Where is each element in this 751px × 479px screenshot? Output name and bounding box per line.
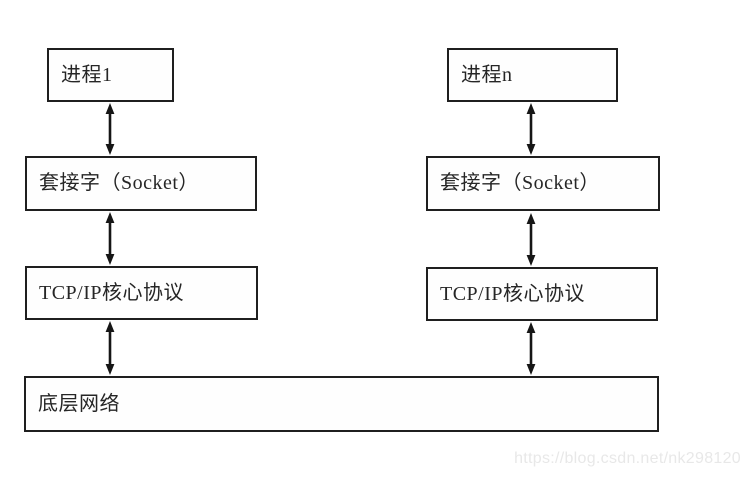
double-arrow-right-1 — [526, 103, 536, 155]
node-protocol-right-label: TCP/IP核心协议 — [440, 282, 586, 305]
watermark-text: https://blog.csdn.net/nk298120 — [514, 450, 741, 467]
node-protocol-right: TCP/IP核心协议 — [426, 267, 658, 321]
node-underlying-network-label: 底层网络 — [38, 392, 120, 415]
node-socket-left: 套接字（Socket） — [25, 156, 257, 211]
double-arrow-right-2 — [526, 213, 536, 266]
double-arrow-left-3 — [105, 321, 115, 375]
node-process-1-label: 进程1 — [61, 63, 113, 86]
node-socket-right-label: 套接字（Socket） — [440, 172, 600, 194]
node-protocol-left-label: TCP/IP核心协议 — [39, 281, 185, 304]
node-protocol-left: TCP/IP核心协议 — [25, 266, 258, 320]
node-process-n: 进程n — [447, 48, 618, 102]
double-arrow-right-3 — [526, 322, 536, 375]
node-process-n-label: 进程n — [461, 63, 513, 86]
node-process-1: 进程1 — [47, 48, 174, 102]
double-arrow-left-1 — [105, 103, 115, 155]
node-underlying-network: 底层网络 — [24, 376, 659, 432]
double-arrow-left-2 — [105, 212, 115, 265]
node-socket-right: 套接字（Socket） — [426, 156, 660, 211]
node-socket-left-label: 套接字（Socket） — [39, 172, 199, 194]
